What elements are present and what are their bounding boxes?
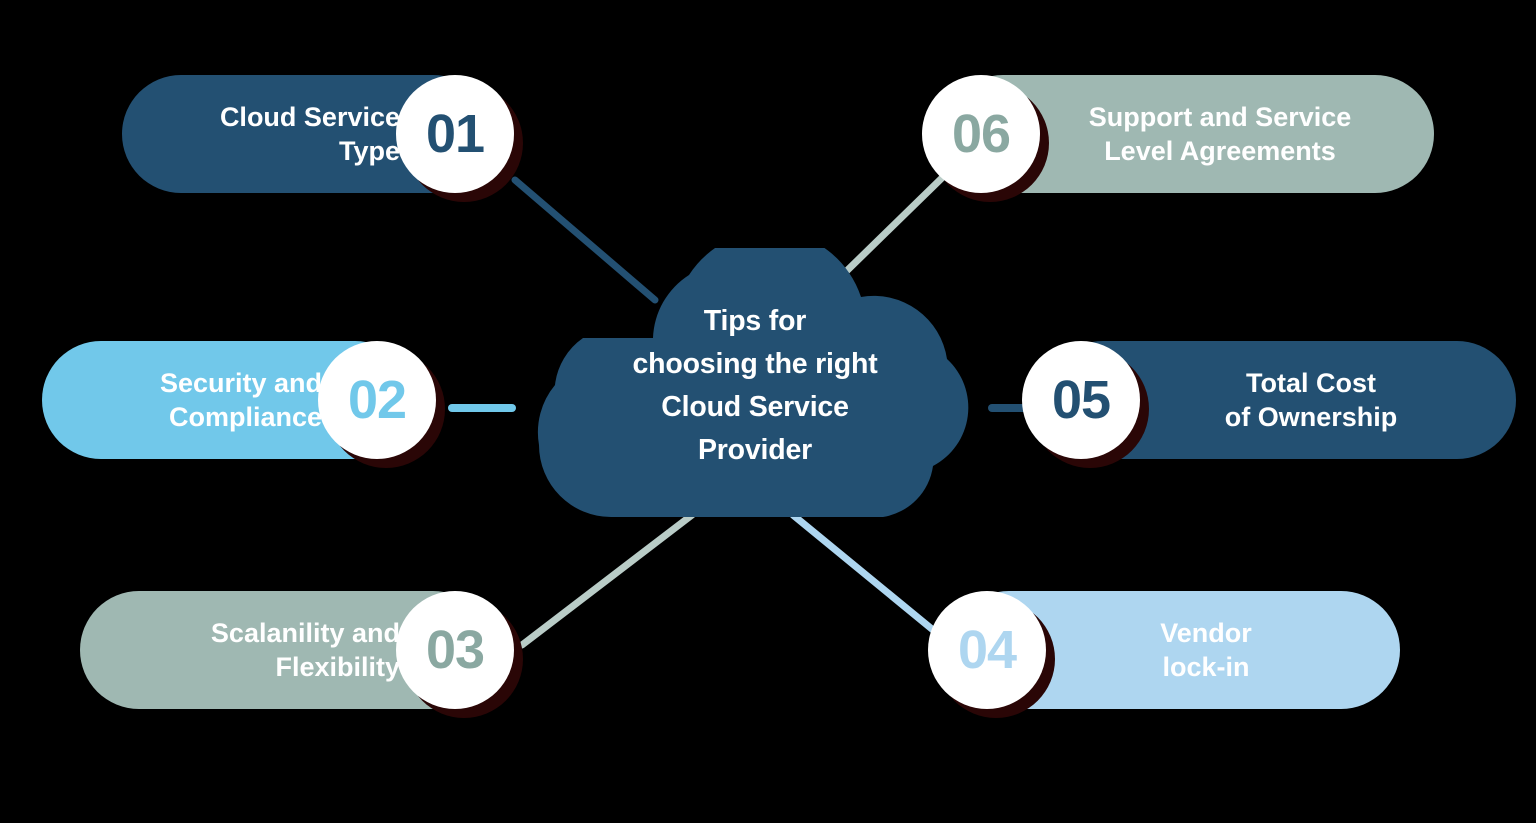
item-02-label-line-2: Compliance [168,402,322,432]
item-06[interactable]: 06 Support and Service Level Agreements [922,72,1434,196]
item-01-label-line-2: Type [338,136,400,166]
item-05-label-line-1: Total Cost [1246,368,1376,398]
item-03-label-line-2: Flexibility [275,652,400,682]
item-05-number-badge[interactable]: 05 [1022,341,1140,459]
cloud-title-line-3: Cloud Service [661,391,849,423]
item-03-number: 03 [425,620,485,680]
item-02-label-line-1: Security and [159,368,322,398]
item-01-number: 01 [425,104,485,164]
item-04-label-line-2: lock-in [1162,652,1250,682]
item-03-number-badge[interactable]: 03 [396,591,514,709]
center-cloud: Tips for choosing the right Cloud Servic… [495,248,1015,533]
item-04-number: 04 [957,620,1017,680]
item-02-label: Security and Compliance [72,366,322,434]
item-06-number: 06 [951,104,1011,164]
item-06-number-badge[interactable]: 06 [922,75,1040,193]
item-05[interactable]: 05 Total Cost of Ownership [1022,338,1516,462]
item-01[interactable]: Cloud Service Type 01 [122,72,514,196]
connector-line-03 [518,511,696,649]
item-05-label-line-2: of Ownership [1224,402,1398,432]
item-05-number: 05 [1051,370,1111,430]
item-03-label-line-1: Scalanility and [210,618,400,648]
cloud-title-line-4: Provider [697,434,813,466]
item-04-number-badge[interactable]: 04 [928,591,1046,709]
cloud-title: Tips for choosing the right Cloud Servic… [495,300,1015,472]
cloud-title-line-2: choosing the right [632,348,878,380]
item-04-label: Vendor lock-in [1042,616,1370,684]
item-03-label: Scalanility and Flexibility [110,616,400,684]
item-06-label: Support and Service Level Agreements [1036,100,1404,168]
cloud-title-line-1: Tips for [703,305,807,337]
item-06-label-line-2: Level Agreements [1104,136,1336,166]
item-04[interactable]: 04 Vendor lock-in [928,588,1400,712]
item-02-number-badge[interactable]: 02 [318,341,436,459]
item-03[interactable]: Scalanility and Flexibility 03 [80,588,514,712]
cloud-shape-icon [537,248,969,517]
item-06-label-line-1: Support and Service [1088,102,1352,132]
item-02-number: 02 [347,370,407,430]
item-01-label-line-1: Cloud Service [219,102,400,132]
item-01-label: Cloud Service Type [152,100,400,168]
item-04-label-line-1: Vendor [1160,618,1252,648]
item-01-number-badge[interactable]: 01 [396,75,514,193]
item-05-label: Total Cost of Ownership [1136,366,1486,434]
item-02[interactable]: Security and Compliance 02 [42,338,436,462]
